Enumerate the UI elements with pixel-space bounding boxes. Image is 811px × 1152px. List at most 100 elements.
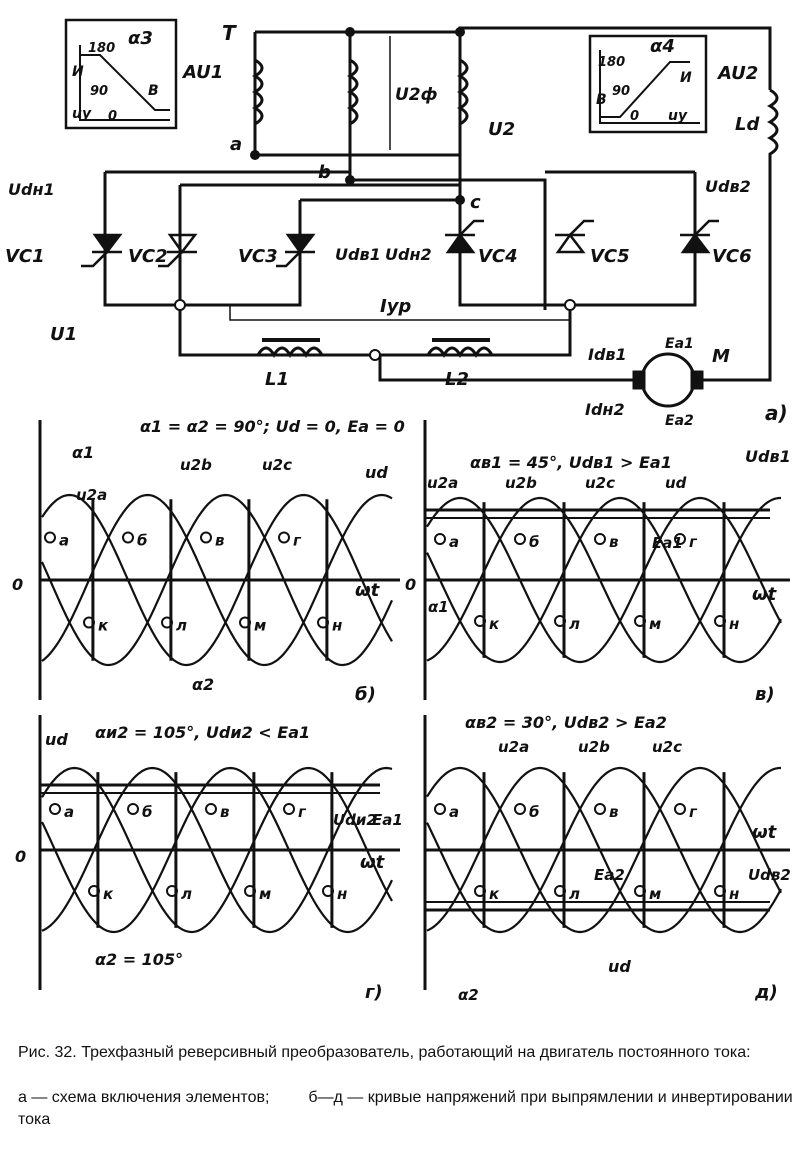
panel-d-u2a: u2a [498, 738, 529, 756]
l1-label: L1 [265, 369, 289, 390]
phase-curve-2 [41, 766, 393, 934]
point-top-label: а [449, 533, 459, 551]
panel-b-u2b: u2b [180, 456, 212, 474]
point-top [434, 803, 446, 815]
point-top [674, 803, 686, 815]
panel-d-ud: ud [608, 957, 631, 976]
point-top [434, 533, 446, 545]
point-top-label: г [298, 803, 307, 821]
vc5-label: VC5 [590, 246, 630, 267]
point-top [200, 531, 212, 544]
panel-v-title: αв1 = 45°, Udв1 > Ea1 [470, 453, 672, 472]
transformer-label: T [222, 21, 237, 45]
motor-label: M [712, 346, 730, 367]
panel-g-zero: 0 [15, 847, 26, 866]
panel-b-u2c: u2c [262, 456, 292, 474]
panel-g-wt: ωt [360, 852, 386, 873]
panel-b-wt: ωt [355, 580, 381, 601]
phase-curve-1 [41, 493, 393, 667]
point-bottom-label: л [569, 615, 580, 633]
caption-part-a: а — схема включения элементов; [18, 1089, 270, 1106]
point-bottom-label: м [649, 615, 661, 633]
au2-90: 90 [612, 84, 630, 99]
panel-b-u2a: u2a [76, 486, 107, 504]
panel-v-u2b: u2b [505, 474, 537, 492]
panel-v-ea1: Ea1 [652, 534, 683, 552]
point-top [44, 531, 56, 544]
panel-d-ea2: Ea2 [594, 866, 625, 884]
point-top-label: в [215, 532, 225, 550]
point-top [514, 803, 526, 815]
point-top-label: б [137, 532, 147, 550]
caption-part-b: б—д — кривые напряжений при выпрямлении … [18, 1089, 793, 1128]
panel-g-title: αи2 = 105°, Udи2 < Ea1 [95, 723, 310, 742]
point-top-label: а [64, 803, 74, 821]
point-top [127, 803, 139, 815]
au1-90: 90 [90, 84, 108, 99]
point-bottom-label: л [176, 617, 187, 635]
point-bottom-label: л [181, 885, 192, 903]
point-top-label: б [529, 803, 539, 821]
panel-b-title: α1 = α2 = 90°; Ud = 0, Ea = 0 [140, 417, 405, 436]
vc4-label: VC4 [478, 246, 518, 267]
point-top [594, 533, 606, 545]
node-b-label: b [318, 162, 331, 183]
phase-curve-3 [426, 766, 782, 934]
ld-label: Ld [735, 114, 760, 135]
vc6-label: VC6 [712, 246, 752, 267]
idn2-label: Idн2 [585, 400, 625, 419]
point-top-label: в [609, 533, 619, 551]
au1-i: И [72, 64, 84, 80]
point-bottom-label: н [332, 617, 342, 635]
point-top-label: б [142, 803, 152, 821]
phase-curve-3 [40, 493, 394, 667]
panel-v-zero: 0 [405, 575, 416, 594]
panel-v-u2a: u2a [427, 474, 458, 492]
phase-curve-3 [426, 496, 782, 664]
panel-a-label: а) [765, 401, 788, 425]
ea1-label: Ea1 [665, 336, 694, 352]
au1-b: В [148, 83, 159, 99]
point-bottom-label: к [489, 615, 500, 633]
u-dn2-label: Udн2 [385, 245, 432, 264]
point-bottom-label: к [98, 617, 109, 635]
point-bottom-label: м [254, 617, 266, 635]
point-top [283, 803, 295, 815]
point-bottom-label: м [649, 885, 661, 903]
vc1-label: VC1 [5, 246, 45, 267]
au2-label: AU2 [716, 63, 758, 84]
au1-180: 180 [88, 41, 115, 56]
phase-curve-2 [41, 493, 393, 667]
vc2-label: VC2 [128, 246, 168, 267]
panel-d-wt: ωt [752, 822, 778, 843]
point-top [205, 803, 217, 815]
au1-uy: uy [72, 106, 92, 122]
au2-i: И [680, 70, 692, 86]
point-top [514, 533, 526, 545]
panel-b-ud: ud [365, 463, 388, 482]
phase-curve-3 [41, 766, 393, 934]
panel-d-label: д) [754, 982, 778, 1003]
u-db1-label: Udв1 [335, 245, 381, 264]
l2-label: L2 [445, 369, 469, 390]
caption-line-1: Рис. 32. Трехфазный реверсивный преобраз… [18, 1044, 751, 1061]
point-bottom-label: л [569, 885, 580, 903]
panel-g-ud: ud [45, 730, 68, 749]
u-db2-label: Udв2 [705, 177, 751, 196]
panel-d-u2c: u2c [652, 738, 682, 756]
caption-line-2: а — схема включения элементов; б—д — кри… [18, 1087, 798, 1131]
panel-g-udn2: Udи2 [333, 811, 377, 829]
node-a-label: a [230, 134, 242, 155]
panel-v-udb1: Udв1 [745, 447, 791, 466]
u-dn1-label: Udн1 [8, 180, 55, 199]
winding-label: U2 [488, 119, 515, 140]
point-bottom-label: к [489, 885, 500, 903]
point-bottom-label: м [259, 885, 271, 903]
au2-b: В [596, 92, 607, 108]
panel-b-alpha1: α1 [72, 443, 94, 462]
point-top [674, 533, 686, 545]
panel-d-u2b: u2b [578, 738, 610, 756]
au1-alpha: α3 [128, 28, 153, 49]
